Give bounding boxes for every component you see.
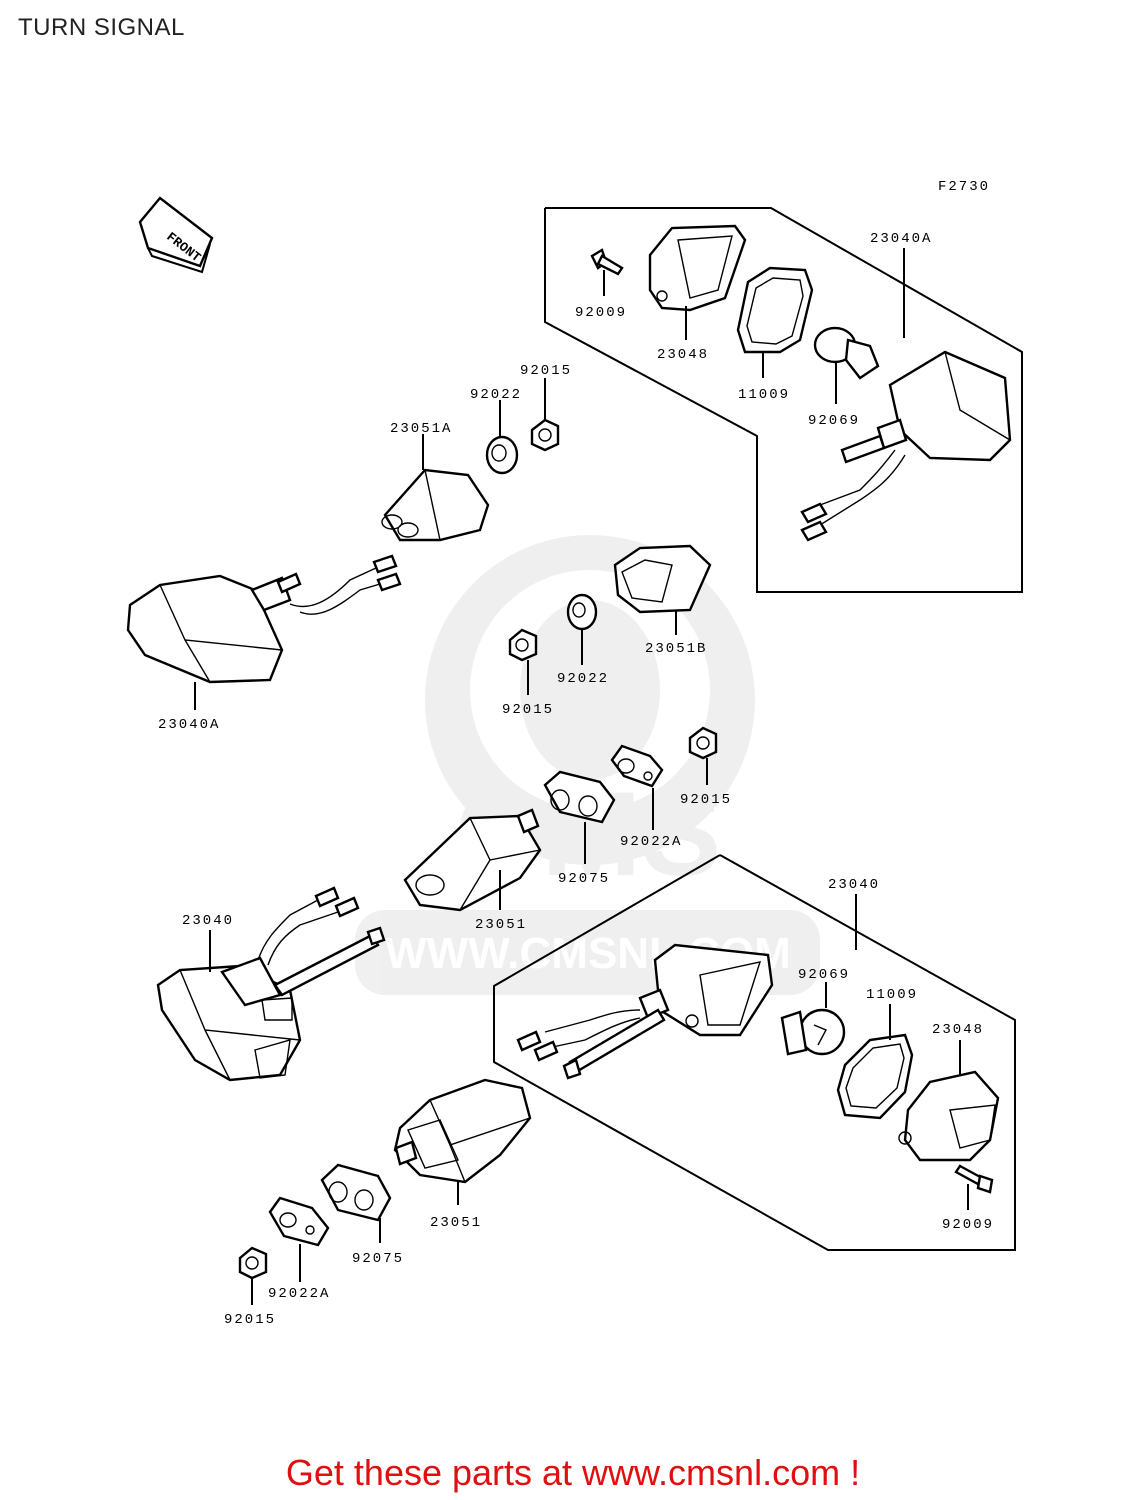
callout-23040-left: 23040 <box>182 913 234 929</box>
bracket-23051-bot <box>393 1078 532 1184</box>
screw-92009-bot <box>954 1164 994 1194</box>
assembly-box-top <box>544 207 1023 593</box>
plate-92022A-bot <box>268 1196 330 1247</box>
callout-92075-mid: 92075 <box>558 871 610 887</box>
assembly-box-bottom <box>493 854 1016 1251</box>
callout-23040A-left: 23040A <box>158 717 220 733</box>
callout-92022A-mid: 92022A <box>620 834 682 850</box>
housing-23040A-left <box>126 554 402 684</box>
housing-23040A-top <box>800 350 1012 542</box>
leader-lines <box>194 248 969 1305</box>
callout-92015-mid: 92015 <box>502 702 554 718</box>
callout-92009-top: 92009 <box>575 305 627 321</box>
callout-92015-bot: 92015 <box>224 1312 276 1328</box>
nut-92015-bot <box>238 1246 268 1280</box>
callout-23048-bot: 23048 <box>932 1022 984 1038</box>
bracket-23051-mid <box>403 808 542 912</box>
bulb-92069-top <box>813 326 880 380</box>
gasket-11009-bot <box>836 1033 914 1120</box>
callout-23040A-top: 23040A <box>870 231 932 247</box>
callout-11009-top: 11009 <box>738 387 790 403</box>
callout-92069-top: 92069 <box>808 413 860 429</box>
callout-23048-top: 23048 <box>657 347 709 363</box>
washer-92022-top <box>485 435 519 475</box>
lens-23048-bot <box>898 1070 1000 1162</box>
lens-23048-top <box>648 224 747 312</box>
footer-cta-link[interactable]: Get these parts at www.cmsnl.com ! <box>285 1452 861 1493</box>
gasket-11009-top <box>736 266 814 354</box>
housing-23040-box <box>516 943 774 1080</box>
callout-11009-bot: 11009 <box>866 987 918 1003</box>
screw-92009-top <box>590 248 624 276</box>
grommet-92075-mid <box>543 770 616 824</box>
callout-23051B: 23051B <box>645 641 707 657</box>
callout-23051-mid: 23051 <box>475 917 527 933</box>
nut-92015-mid <box>508 628 538 662</box>
callout-92015-right: 92015 <box>680 792 732 808</box>
figure-code: F2730 <box>938 179 990 195</box>
page-title: TURN SIGNAL <box>18 14 185 41</box>
bulb-92069-bot <box>780 1008 846 1056</box>
callout-92069-bot: 92069 <box>798 967 850 983</box>
callout-23040-box: 23040 <box>828 877 880 893</box>
bracket-23051A <box>381 468 490 542</box>
callout-23051A: 23051A <box>390 421 452 437</box>
callout-92022A-bot: 92022A <box>268 1286 330 1302</box>
callout-92009-bot: 92009 <box>942 1217 994 1233</box>
grommet-92075-bot <box>320 1163 392 1222</box>
callout-23051-bot: 23051 <box>430 1215 482 1231</box>
bracket-23051B <box>613 544 712 614</box>
nut-92015-right <box>688 726 718 760</box>
nut-92015-top <box>530 418 560 452</box>
callout-92022-mid: 92022 <box>557 671 609 687</box>
callout-92022-top: 92022 <box>470 387 522 403</box>
callout-92015-top: 92015 <box>520 363 572 379</box>
front-arrow-icon: FRONT <box>138 196 214 274</box>
plate-92022A-mid <box>610 744 664 788</box>
callout-92075-bot: 92075 <box>352 1251 404 1267</box>
washer-92022-mid <box>566 593 598 631</box>
